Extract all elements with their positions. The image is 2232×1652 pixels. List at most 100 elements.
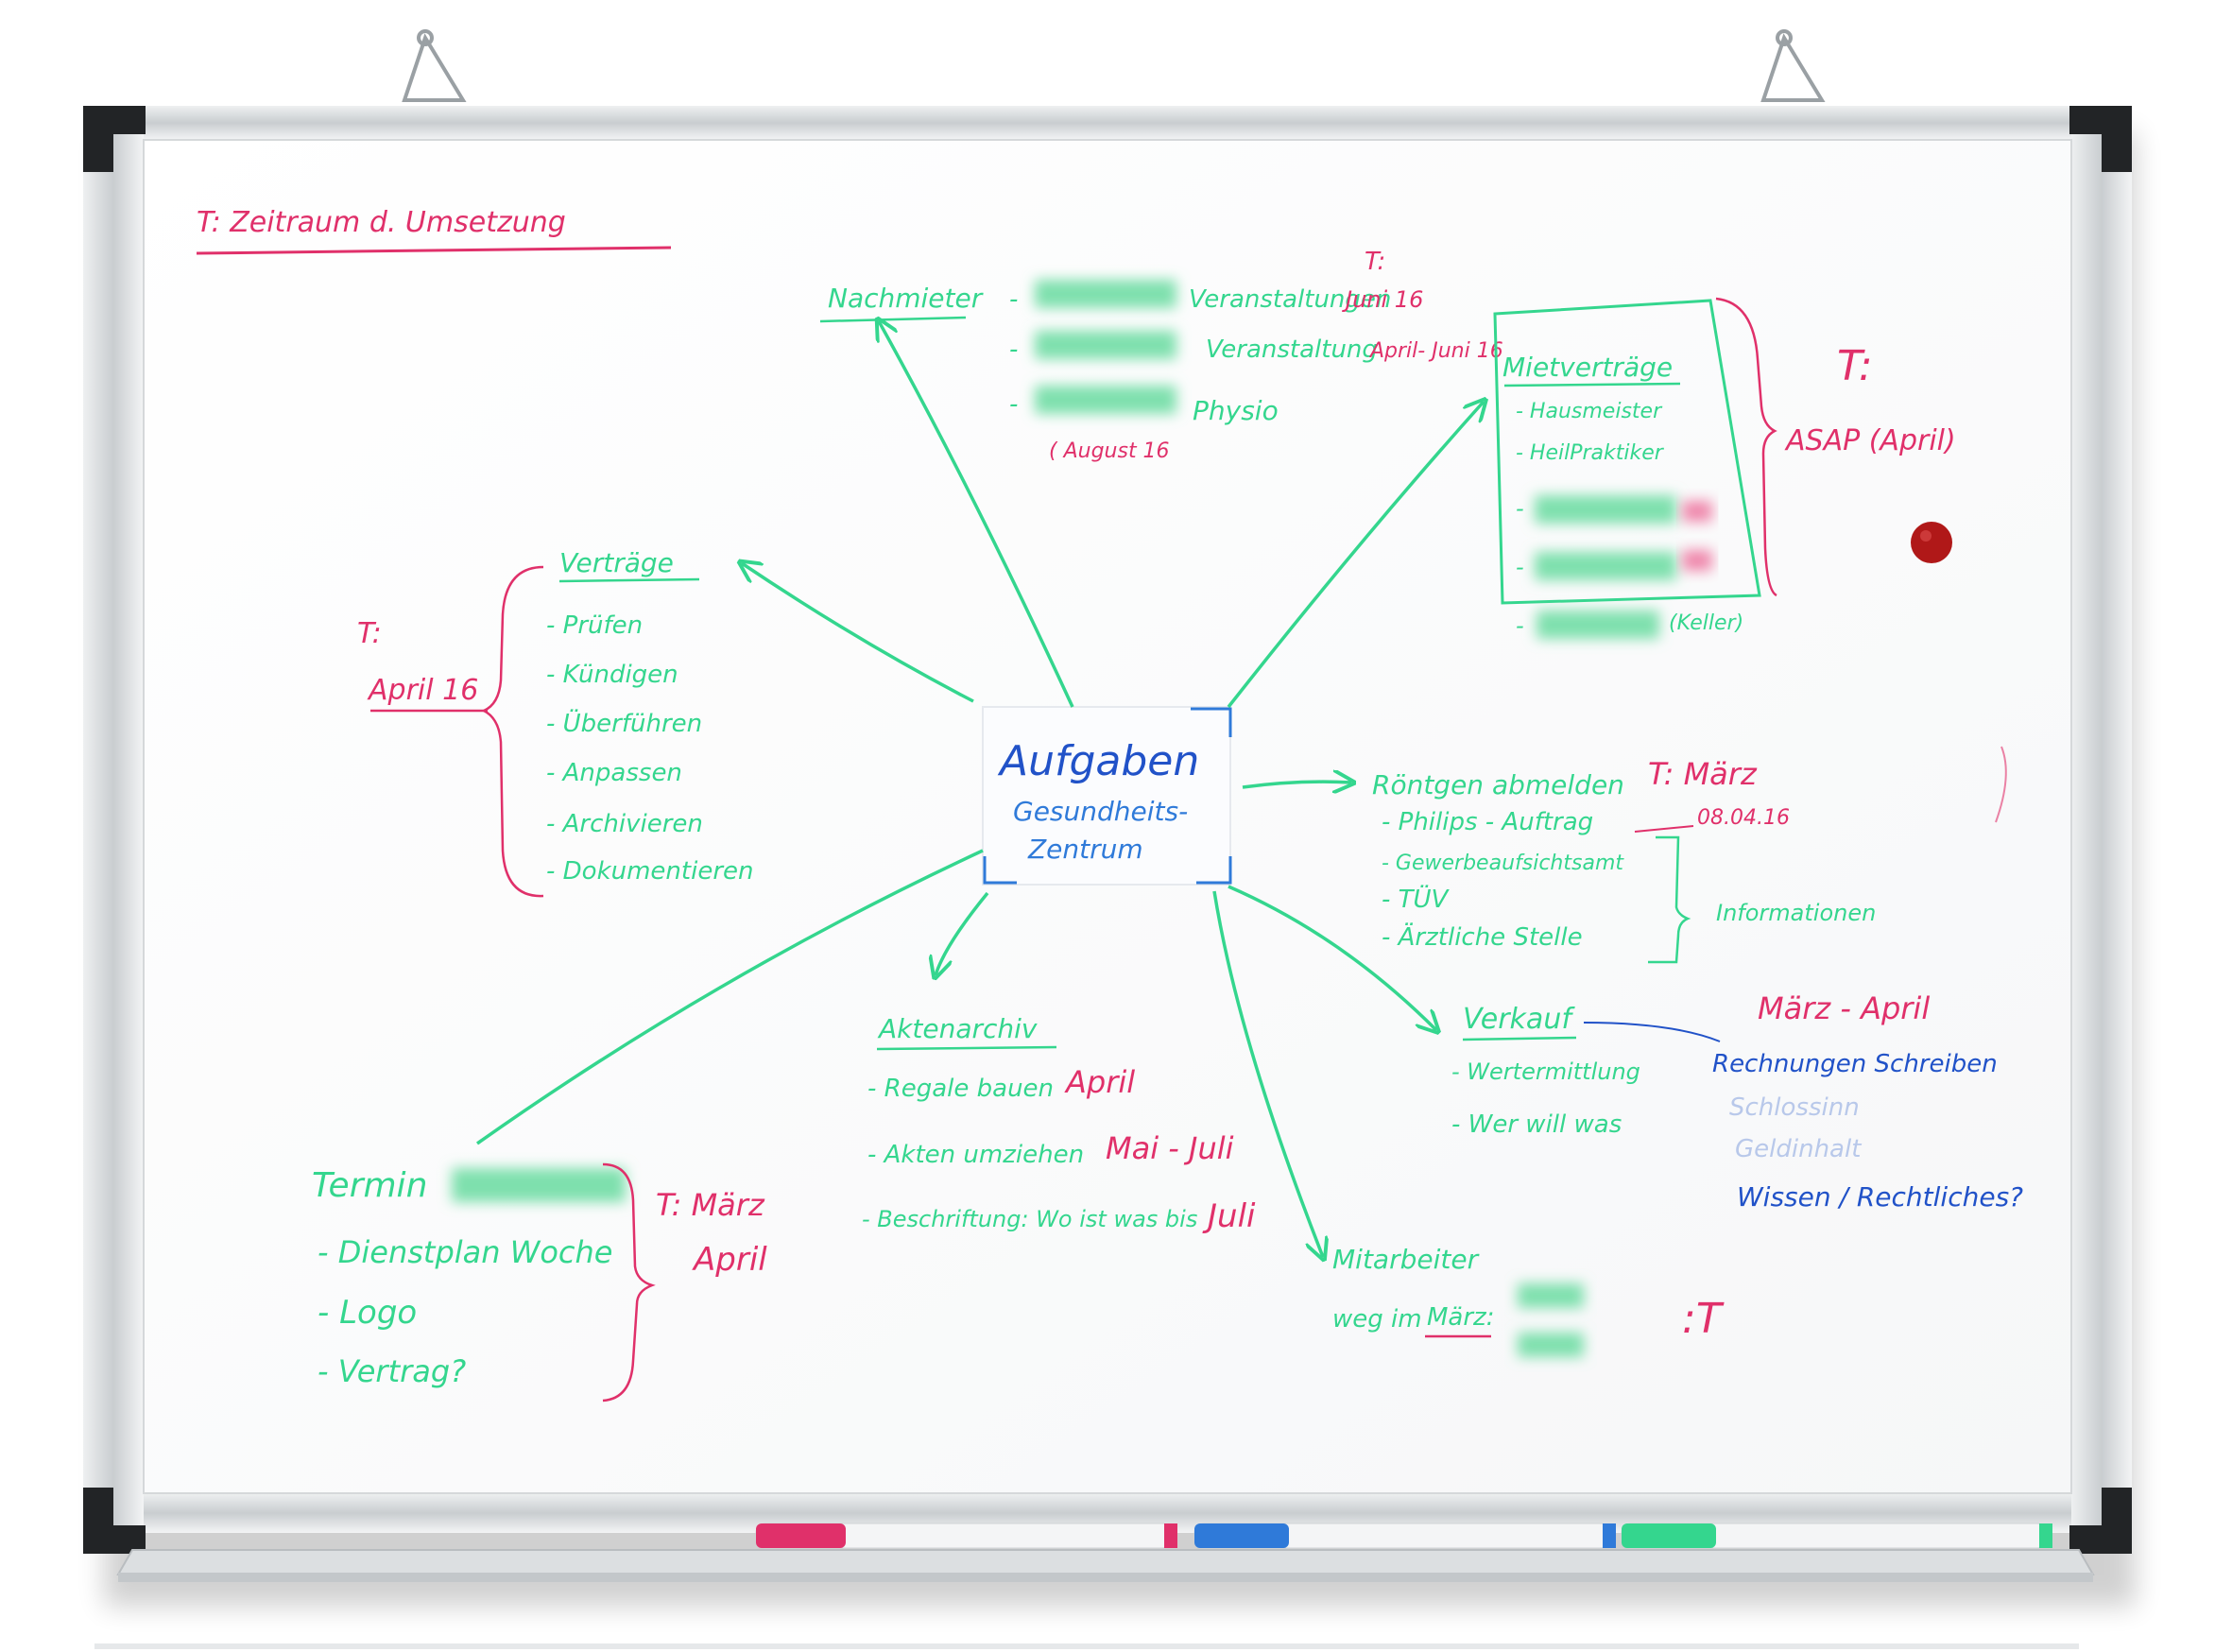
marker-tray xyxy=(116,1549,2095,1582)
svg-text:-: - xyxy=(1516,612,1524,639)
mietvertraege-heading: Mietverträge xyxy=(1502,352,1673,383)
mitarbeiter-line: weg im xyxy=(1332,1305,1422,1334)
termin-brace xyxy=(602,1162,656,1402)
roentgen-item-3: - TÜV xyxy=(1382,884,1451,914)
redacted-tenant-2 xyxy=(1535,552,1676,580)
mitarbeiter-heading: Mitarbeiter xyxy=(1332,1244,1480,1275)
roentgen-info: Informationen xyxy=(1716,900,1876,926)
hanger-right xyxy=(1760,29,1826,102)
verkauf-note-1: Rechnungen Schreiben xyxy=(1712,1050,1998,1078)
termin-item-2: - Logo xyxy=(318,1294,417,1332)
title-underline xyxy=(196,246,672,255)
mitarbeiter-t-label: :T xyxy=(1682,1295,1725,1343)
vertraege-deadline-t: T: xyxy=(357,617,382,650)
termin-heading: Termin xyxy=(312,1166,427,1205)
mietvertraege-brace xyxy=(1715,297,1777,597)
hanger-left xyxy=(402,29,467,102)
mitarbeiter-branch: Mitarbeiter weg im März: :T xyxy=(1332,1244,1725,1357)
vertraege-deadline: April 16 xyxy=(367,674,478,707)
mietvertraege-branch: Mietverträge - Hausmeister - HeilPraktik… xyxy=(1493,297,1956,639)
nachmieter-t-label: T: xyxy=(1365,248,1385,276)
aktenarchiv-item-2: - Akten umziehen xyxy=(867,1141,1084,1169)
nachmieter-heading: Nachmieter xyxy=(828,283,984,314)
vertraege-item-3: - Überführen xyxy=(546,708,702,738)
magnet[interactable] xyxy=(1911,522,1952,563)
aktenarchiv-item-3: - Beschriftung: Wo ist was bis xyxy=(862,1206,1197,1232)
vertraege-item-1: - Prüfen xyxy=(546,611,643,640)
redacted-tenant-3 xyxy=(1537,611,1659,639)
termin-item-1: - Dienstplan Woche xyxy=(318,1234,612,1270)
svg-text:-: - xyxy=(1516,495,1524,522)
verkauf-branch: Verkauf - Wertermittlung - Wer will was … xyxy=(1451,990,2023,1213)
mietvertraege-box xyxy=(1493,299,1761,605)
redacted-name-3 xyxy=(1035,386,1176,414)
roentgen-heading: Röntgen abmelden xyxy=(1372,769,1624,800)
aktenarchiv-date-1: April xyxy=(1064,1064,1135,1100)
termin-item-3: - Vertrag? xyxy=(318,1353,466,1389)
aktenarchiv-branch: Aktenarchiv - Regale bauen April - Akten… xyxy=(862,1013,1256,1235)
svg-text:-: - xyxy=(1009,336,1018,364)
green-marker[interactable] xyxy=(1621,1523,2052,1549)
nachmieter-date-2: April- Juni 16 xyxy=(1368,339,1503,363)
center-card: Aufgaben Gesundheits- Zentrum xyxy=(982,706,1232,886)
center-title: Aufgaben xyxy=(997,737,1199,785)
verkauf-note-4: Wissen / Rechtliches? xyxy=(1737,1181,2023,1213)
aktenarchiv-item-1: - Regale bauen xyxy=(867,1075,1054,1103)
roentgen-deadline: T: März xyxy=(1648,756,1758,792)
mietvertraege-item-2: - HeilPraktiker xyxy=(1516,441,1665,465)
pink-marker[interactable] xyxy=(755,1523,1177,1549)
vertraege-item-6: - Dokumentieren xyxy=(546,857,754,886)
nachmieter-note: ( August 16 xyxy=(1049,439,1170,463)
verkauf-item-1: - Wertermittlung xyxy=(1451,1058,1640,1085)
roentgen-item-1: - Philips - Auftrag xyxy=(1382,808,1593,836)
frame-corners xyxy=(83,106,2132,1554)
verkauf-note-3: Geldinhalt xyxy=(1735,1135,1862,1163)
vertraege-item-4: - Anpassen xyxy=(546,759,682,787)
aktenarchiv-date-3: Juli xyxy=(1202,1197,1256,1235)
mietvertraege-extra: (Keller) xyxy=(1669,611,1743,635)
center-subtitle-2: Zentrum xyxy=(1027,834,1143,865)
redacted-name-2 xyxy=(1035,331,1176,359)
verkauf-note-2: Schlossinn xyxy=(1729,1093,1860,1122)
termin-branch: Termin - Dienstplan Woche - Logo - Vertr… xyxy=(312,1162,767,1402)
mindmap-connectors xyxy=(475,321,1484,1257)
redacted-termin xyxy=(452,1168,626,1202)
redacted-staff-1 xyxy=(1518,1283,1584,1308)
aktenarchiv-date-2: Mai - Juli xyxy=(1106,1130,1234,1166)
board-title: T: Zeitraum d. Umsetzung xyxy=(197,206,566,239)
verkauf-item-2: - Wer will was xyxy=(1451,1110,1622,1139)
roentgen-date: 08.04.16 xyxy=(1697,806,1790,830)
nachmieter-branch: Nachmieter T: - Veranstaltungen Juni 16 … xyxy=(819,248,1503,463)
verkauf-heading: Verkauf xyxy=(1463,1003,1575,1036)
verkauf-deadline: März - April xyxy=(1758,990,1930,1026)
center-subtitle-1: Gesundheits- xyxy=(1013,796,1188,827)
whiteboard-frame xyxy=(83,106,2132,1533)
termin-deadline: T: März xyxy=(656,1187,765,1223)
svg-text:-: - xyxy=(1009,390,1018,419)
mietvertraege-item-1: - Hausmeister xyxy=(1516,400,1663,423)
roentgen-item-2: - Gewerbeaufsichtsamt xyxy=(1382,852,1624,875)
vertraege-item-2: - Kündigen xyxy=(546,661,678,689)
roentgen-item-4: - Ärztliche Stelle xyxy=(1382,921,1583,952)
nachmieter-date-1: Juni 16 xyxy=(1342,286,1423,313)
svg-text:-: - xyxy=(1516,554,1524,580)
roentgen-branch: Röntgen abmelden T: März - Philips - Auf… xyxy=(1372,756,1876,964)
pink-arc-trace xyxy=(1995,746,2007,823)
svg-text:-: - xyxy=(1009,285,1018,314)
nachmieter-role-2: Veranstaltung xyxy=(1206,336,1378,364)
vertraege-branch: Verträge - Prüfen - Kündigen - Überführe… xyxy=(357,547,754,898)
redacted-tenant-1 xyxy=(1535,495,1676,524)
aktenarchiv-heading: Aktenarchiv xyxy=(877,1013,1038,1044)
nachmieter-role-3: Physio xyxy=(1193,395,1279,426)
vertraege-item-5: - Archivieren xyxy=(546,810,703,838)
redacted-staff-2 xyxy=(1518,1333,1584,1357)
redacted-name-1 xyxy=(1035,280,1176,308)
roentgen-brace xyxy=(1648,835,1691,964)
termin-deadline-2: April xyxy=(692,1241,767,1279)
vertraege-heading: Verträge xyxy=(559,547,674,578)
mietvertraege-deadline-t: T: xyxy=(1837,342,1873,390)
mietvertraege-deadline: ASAP (April) xyxy=(1784,424,1956,457)
nachmieter-role-1: Veranstaltungen xyxy=(1189,285,1391,314)
blue-marker[interactable] xyxy=(1193,1523,1616,1549)
